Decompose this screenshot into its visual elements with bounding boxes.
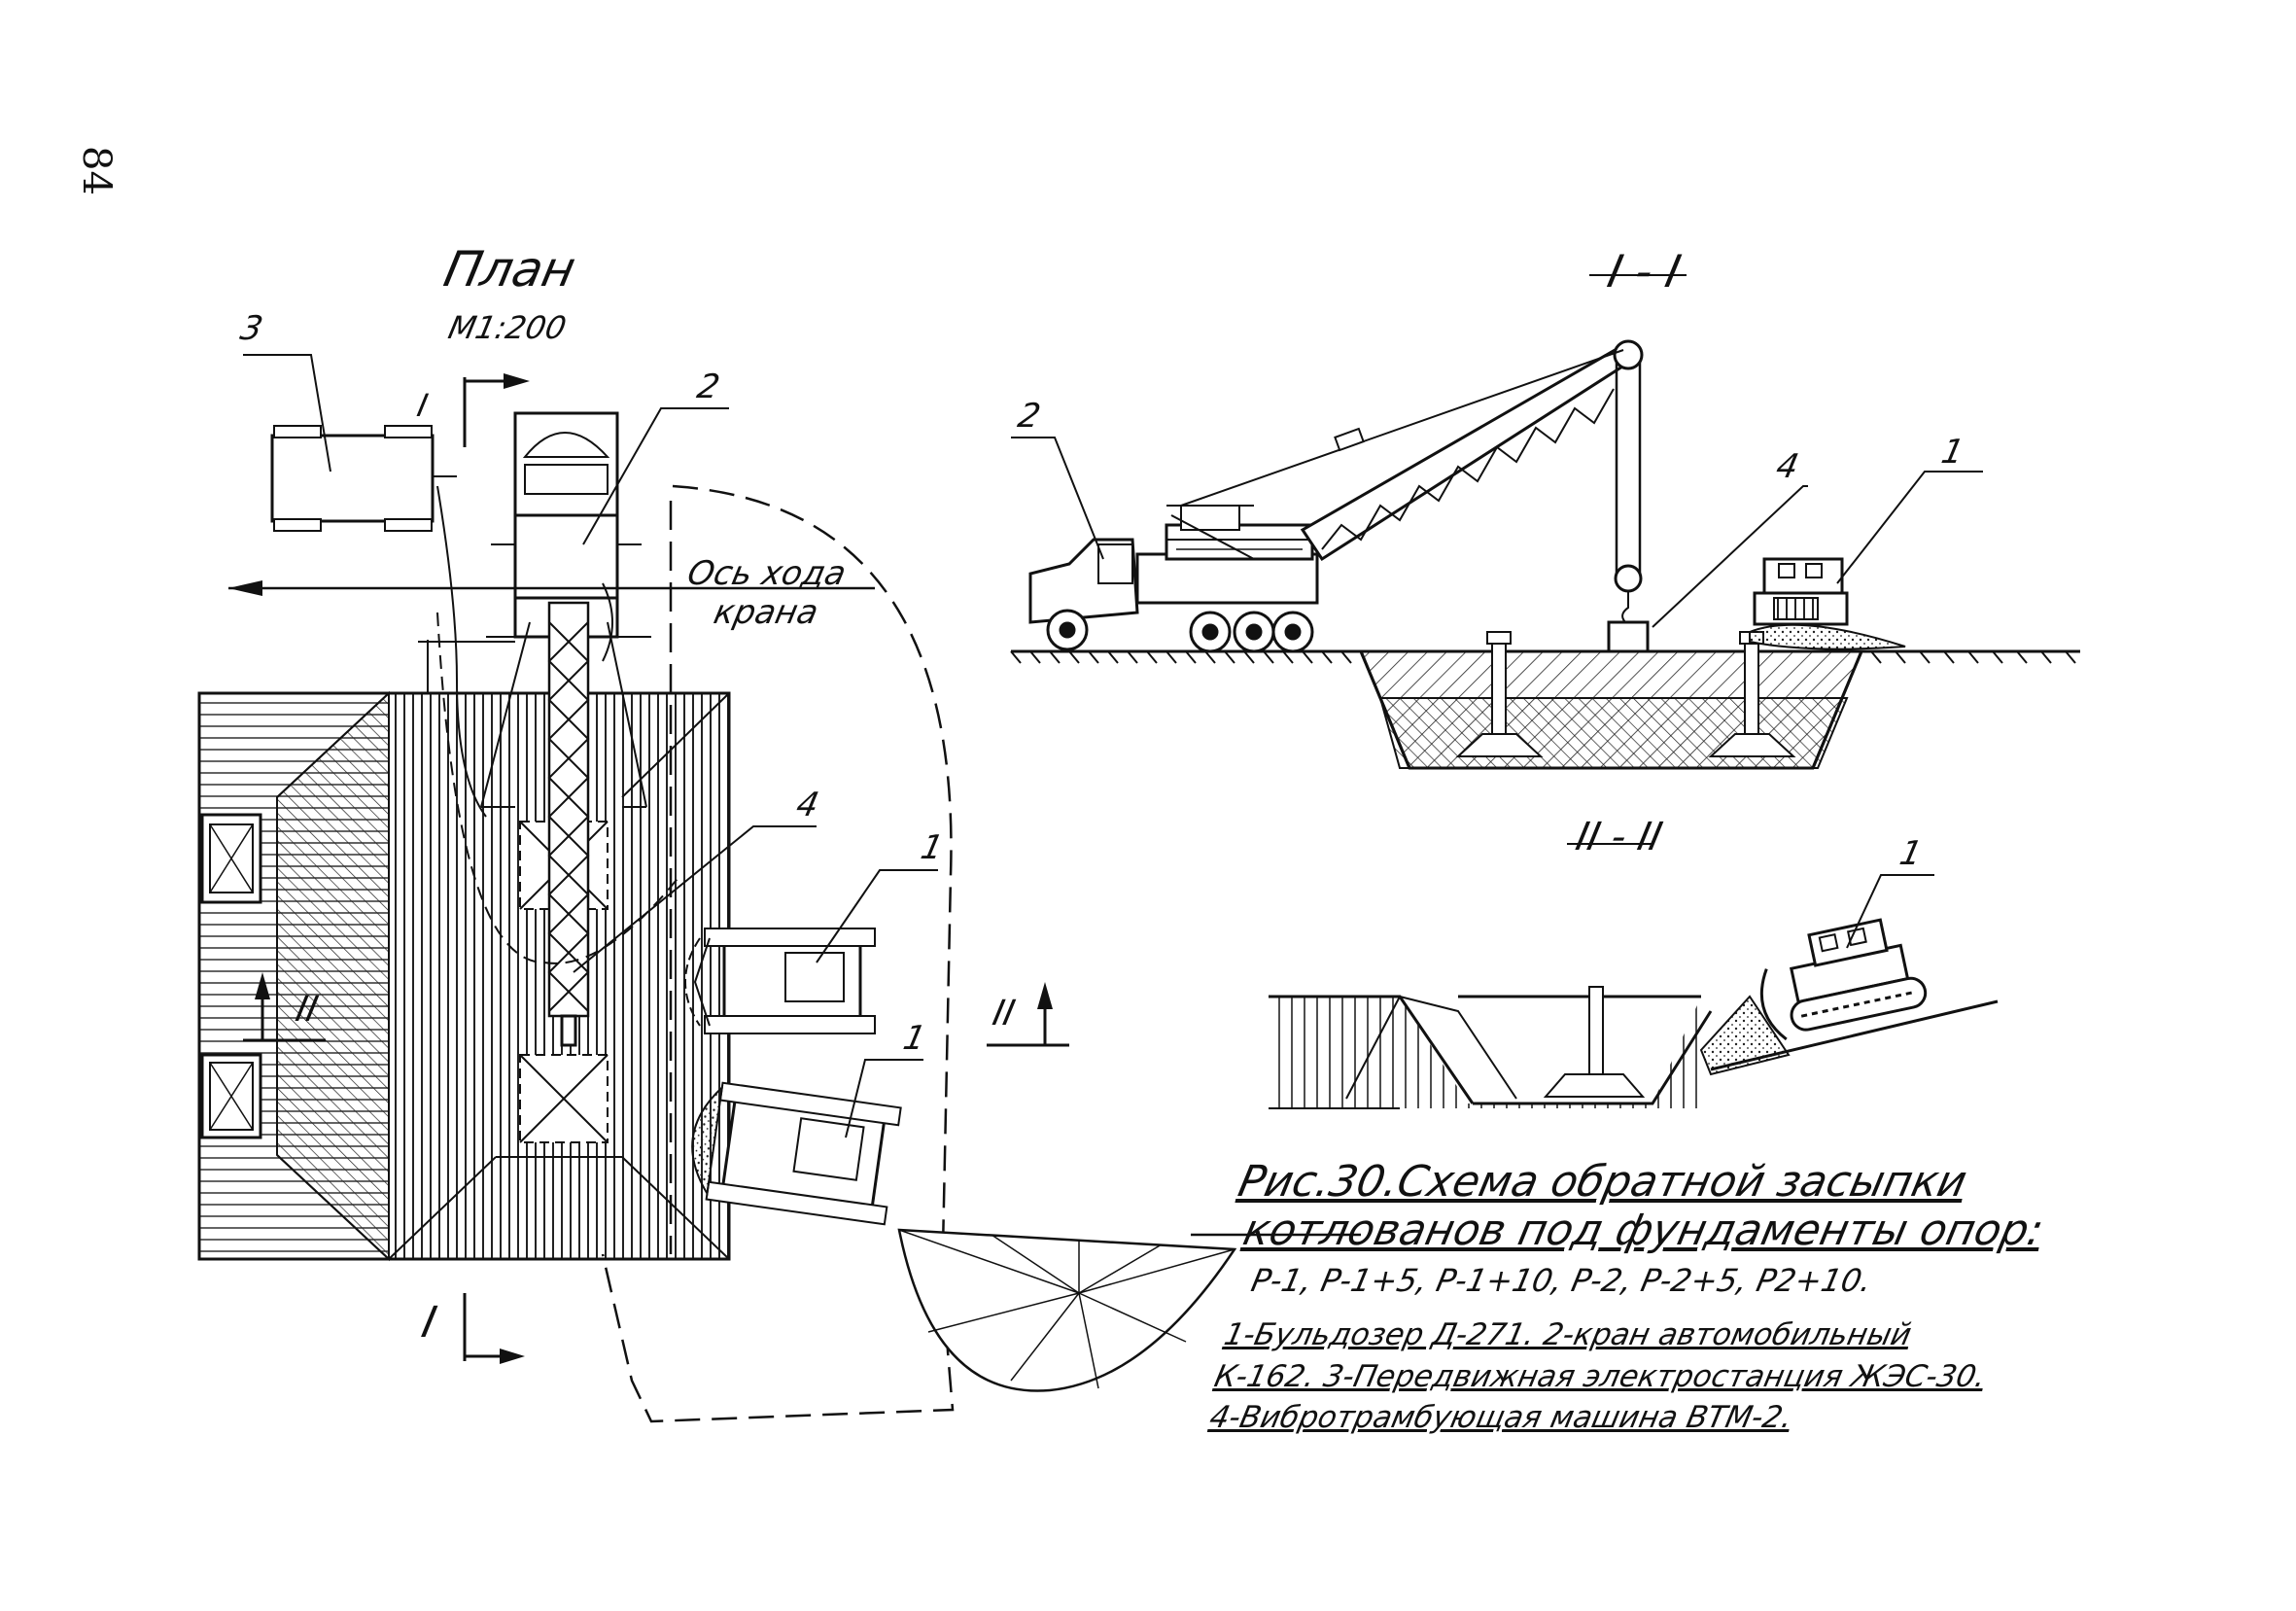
crane-axis-label-1: Ось хода: [683, 554, 850, 593]
plan-view: [197, 354, 1361, 1423]
section-marker-I-top: [463, 373, 530, 447]
leader-1-lower: [845, 1059, 923, 1138]
crane-jib: [1300, 342, 1636, 562]
footing-left-bottom: [200, 1053, 262, 1139]
section-II-title: II - II: [1572, 815, 1666, 859]
crane-axis-label-2: крана: [710, 593, 822, 632]
legend-line-1: 1-Бульдозер Д-271. 2-кран автомобильный: [1221, 1317, 1915, 1352]
section-II-view: [1269, 843, 1999, 1109]
leader-4: [573, 825, 817, 973]
leader-3: [243, 354, 331, 473]
power-station-plan: [270, 425, 487, 818]
leader-sec1-4: [1652, 485, 1808, 628]
truck-crane-side: [1028, 339, 1650, 653]
legend-line-3: 4-Вибротрамбующая машина ВТМ-2.: [1206, 1400, 1796, 1435]
bulldozer-plan-upper: [684, 928, 876, 1034]
section-II-pit: [1269, 997, 1701, 1108]
leader-2: [582, 407, 729, 545]
plan-scale: М1:200: [444, 309, 570, 346]
crane-swing-radius: [601, 484, 955, 1423]
vibro-tamper-side: [1607, 620, 1650, 653]
page-number: 84: [74, 146, 119, 195]
boom-swing-fan: [897, 1228, 1237, 1392]
footing-center-bottom: [519, 1054, 609, 1143]
legend-line-2: К-162. 3-Передвижная электростанция ЖЭС-…: [1211, 1359, 1990, 1394]
section-I-footing-left: [1455, 631, 1544, 757]
section-I-title: I - I: [1603, 245, 1686, 298]
footing-left-top: [200, 813, 262, 904]
section-II-footing: [1543, 986, 1646, 1098]
caption-line-1: Рис.30.Схема обратной засыпки: [1234, 1157, 1971, 1207]
leader-sec1-1: [1836, 471, 1983, 584]
bulldozer-side-I: [1749, 557, 1906, 650]
bulldozer-plan-lower: [691, 1081, 902, 1226]
caption-line-3: Р-1, Р-1+5, Р-1+10, Р-2, Р-2+5, Р2+10.: [1247, 1262, 1876, 1299]
leader-1-upper: [816, 869, 938, 963]
plan-title: План: [438, 241, 581, 298]
crane-stay-cable: [1180, 349, 1624, 507]
leader-sec2-1: [1846, 874, 1934, 949]
leader-sec1-2: [1011, 437, 1104, 560]
crane-plan: [480, 411, 651, 1047]
crane-work-arc: [436, 612, 681, 964]
section-marker-I-bottom: [463, 1293, 525, 1364]
section-marker-II-right: [987, 982, 1069, 1047]
section-I-footing-right: [1708, 631, 1796, 757]
caption-line-2: котлованов под фундаменты опор:: [1238, 1206, 2048, 1255]
section-marker-II-left: [243, 972, 326, 1042]
bulldozer-side-II: [1759, 918, 1928, 1041]
section-I-view: [1010, 274, 2080, 770]
